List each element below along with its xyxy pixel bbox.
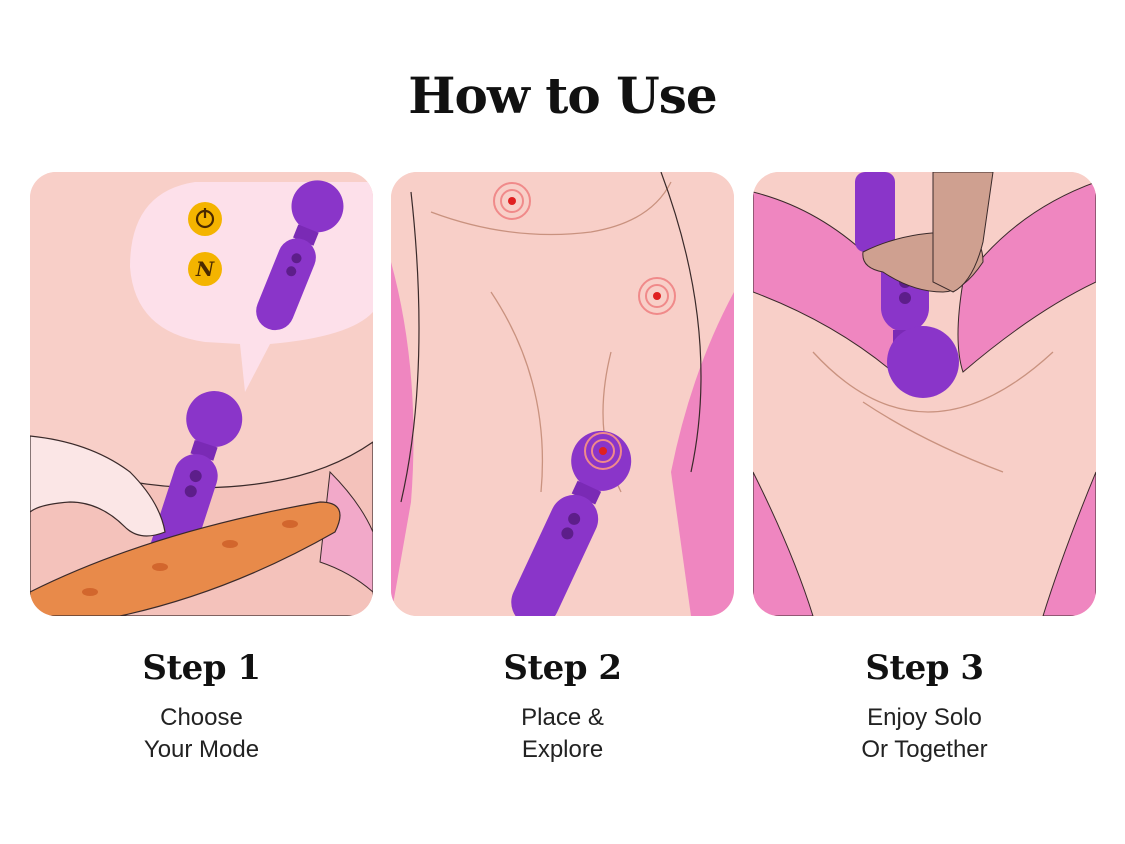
page-title: How to Use: [408, 66, 717, 125]
step-2-illustration: [391, 172, 734, 616]
power-icon: [188, 202, 222, 236]
step-3-description: Enjoy Solo Or Together: [753, 702, 1096, 766]
vibration-target-icon: [493, 182, 531, 220]
step-2-heading: Step 2: [503, 648, 622, 688]
step-1-heading: Step 1: [142, 648, 261, 688]
vibration-target-icon-2: [638, 277, 676, 315]
step-1-illustration: N: [30, 172, 373, 616]
step-2-line-1: Place &: [521, 704, 604, 731]
vibration-target-icon-3: [584, 432, 622, 470]
step-3-line-1: Enjoy Solo: [867, 704, 982, 731]
wand-device-icon: [256, 180, 344, 331]
step-1-description: Choose Your Mode: [30, 702, 373, 766]
step-2-description: Place & Explore: [391, 702, 734, 766]
step-3-illustration: [753, 172, 1096, 616]
step-2-line-2: Explore: [521, 736, 604, 763]
step-3-heading: Step 3: [865, 648, 984, 688]
step-1-line-2: Your Mode: [143, 736, 260, 763]
step-1-line-1: Choose: [160, 704, 243, 731]
svg-text:N: N: [195, 257, 215, 281]
step-3-line-2: Or Together: [861, 736, 988, 763]
hand-icon: [30, 435, 166, 537]
mode-icon: [188, 252, 222, 286]
